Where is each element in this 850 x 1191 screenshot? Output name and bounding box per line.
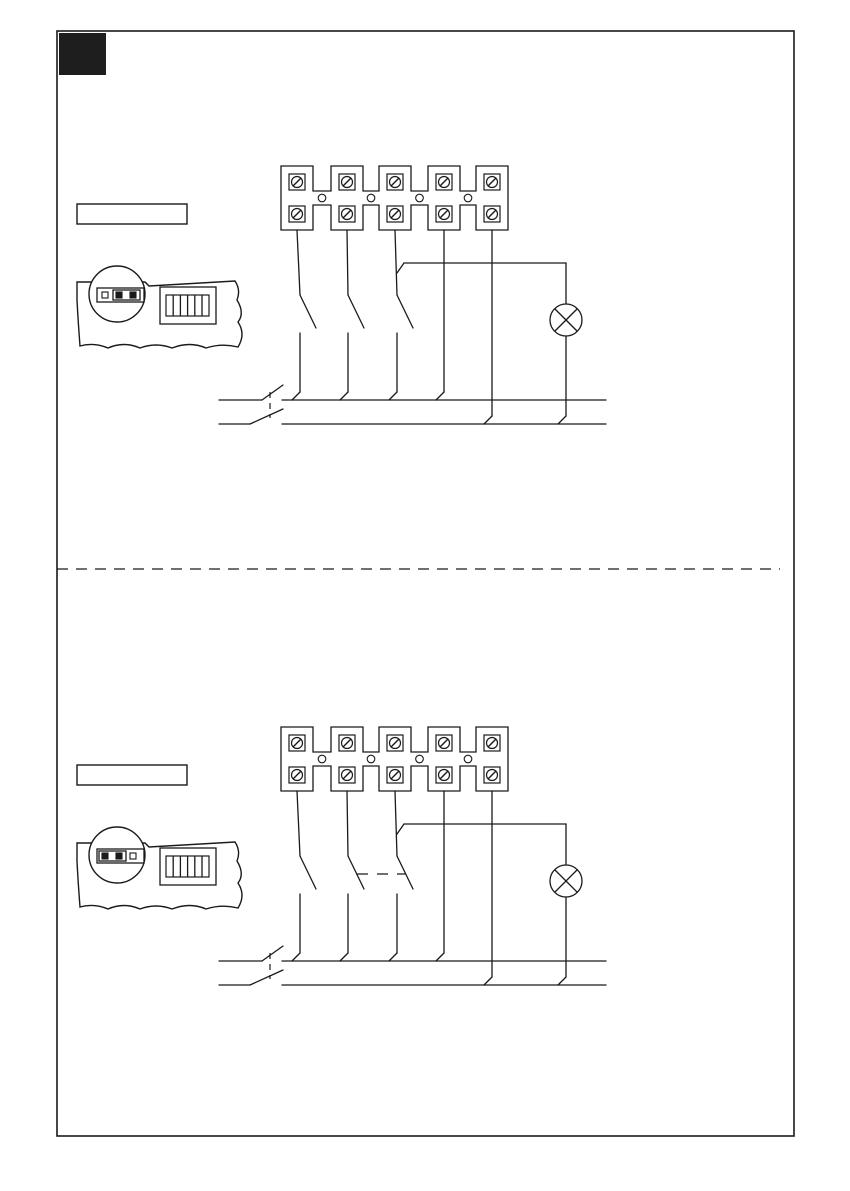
slotted-screw-icon — [484, 206, 500, 222]
terminal-block — [281, 727, 508, 791]
terminal-hole — [464, 194, 472, 202]
terminal-wire — [297, 791, 300, 856]
slotted-screw-icon — [436, 767, 452, 783]
switch-return-wire — [292, 392, 300, 400]
slotted-screw-icon — [484, 735, 500, 751]
jumper-pin-bridged — [116, 292, 122, 298]
slotted-screw-icon — [436, 174, 452, 190]
slotted-screw-icon — [339, 767, 355, 783]
terminal-hole — [416, 755, 424, 763]
slotted-screw-icon — [436, 735, 452, 751]
supply-wire — [484, 416, 492, 424]
supply-wire — [436, 392, 444, 400]
wiring-diagram-lower — [77, 727, 606, 985]
jumper-panel — [77, 204, 242, 348]
lamp-return-wire — [558, 977, 566, 985]
wall-switch-blade — [397, 295, 413, 328]
label-box — [77, 204, 187, 224]
slotted-screw-icon — [387, 206, 403, 222]
jumper-pin-open — [102, 292, 108, 298]
jumper-pin-bridged — [130, 292, 136, 298]
wiring — [219, 230, 606, 424]
jumper-pin-bridged — [102, 853, 108, 859]
terminal-hole — [416, 194, 424, 202]
wall-switch-blade — [397, 856, 413, 889]
lamp-cross-icon — [550, 865, 582, 897]
terminal-wire — [347, 230, 348, 295]
slotted-screw-icon — [387, 767, 403, 783]
main-switch-blade — [262, 385, 283, 400]
supply-wire — [436, 953, 444, 961]
main-switch-blade — [250, 409, 283, 424]
switch-return-wire — [340, 953, 348, 961]
switch-return-wire — [389, 953, 397, 961]
jumper-panel — [77, 765, 242, 909]
lamp-feed-wire — [397, 824, 404, 834]
slotted-screw-icon — [387, 174, 403, 190]
double-pole-switch-icon — [250, 946, 283, 985]
slotted-screw-icon — [339, 174, 355, 190]
slotted-screw-icon — [387, 735, 403, 751]
slotted-screw-icon — [339, 735, 355, 751]
double-pole-switch-icon — [250, 385, 283, 424]
wall-switch-blade — [300, 295, 316, 328]
supply-wire — [484, 977, 492, 985]
slotted-screw-icon — [289, 206, 305, 222]
lamp-cross-icon — [550, 304, 582, 336]
switch-return-wire — [389, 392, 397, 400]
wall-switch-blade — [348, 856, 364, 889]
terminal-hole — [367, 755, 375, 763]
corner-marker — [59, 33, 106, 75]
slotted-screw-icon — [339, 206, 355, 222]
jumper-pin-bridged — [116, 853, 122, 859]
wiring — [219, 791, 606, 985]
terminal-wire — [395, 230, 397, 295]
switch-return-wire — [340, 392, 348, 400]
terminal-wire — [395, 791, 397, 856]
terminal-block — [281, 166, 508, 230]
slotted-screw-icon — [436, 206, 452, 222]
wall-switch-blade — [348, 295, 364, 328]
main-switch-blade — [250, 970, 283, 985]
switch-return-wire — [292, 953, 300, 961]
terminal-wire — [347, 791, 348, 856]
terminal-wire — [297, 230, 300, 295]
jumper-pin-open — [130, 853, 136, 859]
slotted-screw-icon — [484, 174, 500, 190]
terminal-hole — [318, 194, 326, 202]
terminal-hole — [464, 755, 472, 763]
wall-switch-blade — [300, 856, 316, 889]
slotted-screw-icon — [289, 174, 305, 190]
slotted-screw-icon — [289, 767, 305, 783]
lamp-return-wire — [558, 416, 566, 424]
slotted-screw-icon — [484, 767, 500, 783]
terminal-hole — [367, 194, 375, 202]
main-switch-blade — [262, 946, 283, 961]
slotted-screw-icon — [289, 735, 305, 751]
label-box — [77, 765, 187, 785]
wiring-diagram-upper — [77, 166, 606, 424]
terminal-hole — [318, 755, 326, 763]
lamp-feed-wire — [397, 263, 404, 273]
